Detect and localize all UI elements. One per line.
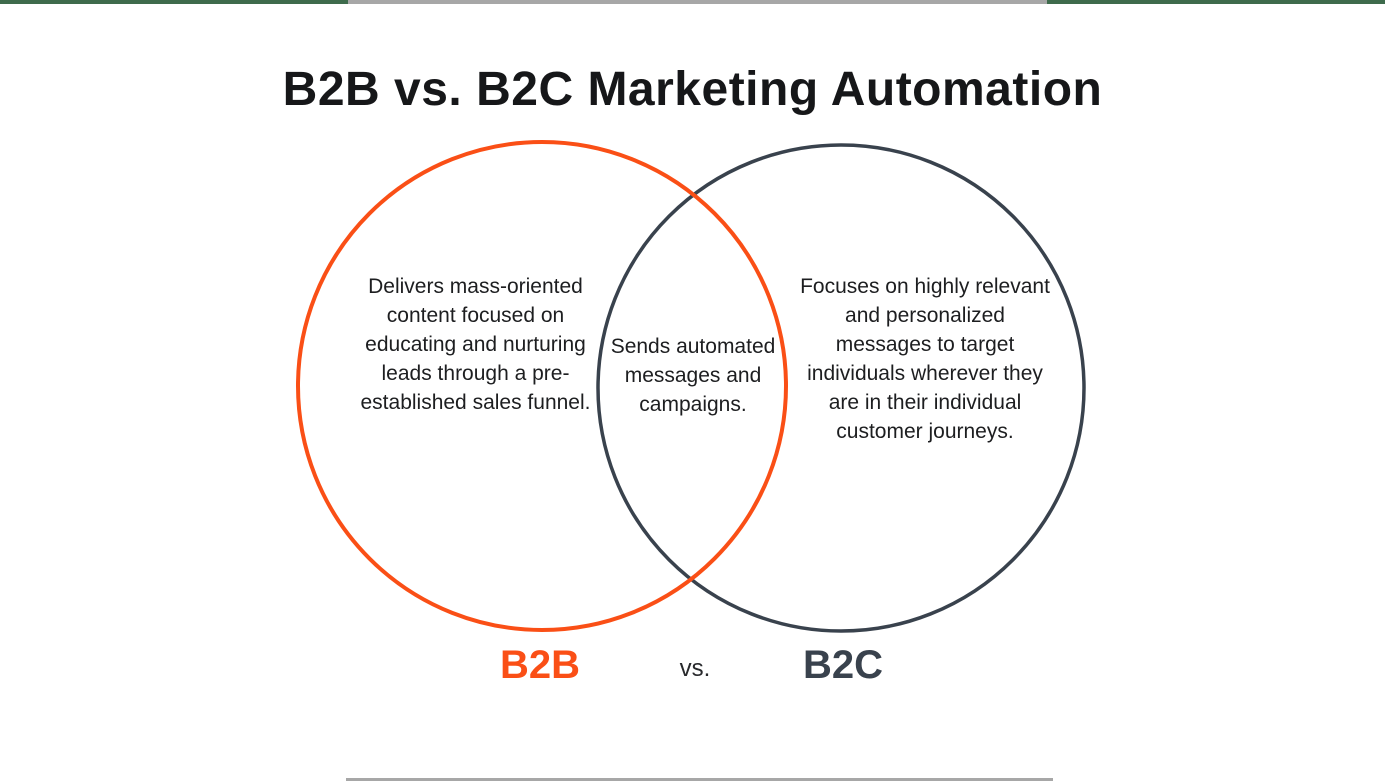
b2c-description: Focuses on highly relevant and personali… (800, 275, 1050, 443)
top-border-green-right (1047, 0, 1385, 4)
top-border-gray-middle (348, 0, 1047, 4)
b2b-description: Delivers mass-oriented content focused o… (360, 275, 591, 414)
venn-left-circle (296, 140, 788, 632)
b2b-label: B2B (499, 643, 581, 687)
overlap-description: Sends automated messages and campaigns. (610, 335, 776, 416)
top-border-green-left (0, 0, 348, 4)
page-title: B2B vs. B2C Marketing Automation (282, 63, 1103, 117)
bottom-border-gray (346, 778, 1053, 781)
vs-label: vs. (679, 655, 711, 682)
b2c-label: B2C (802, 643, 884, 687)
venn-right-circle (596, 143, 1086, 633)
